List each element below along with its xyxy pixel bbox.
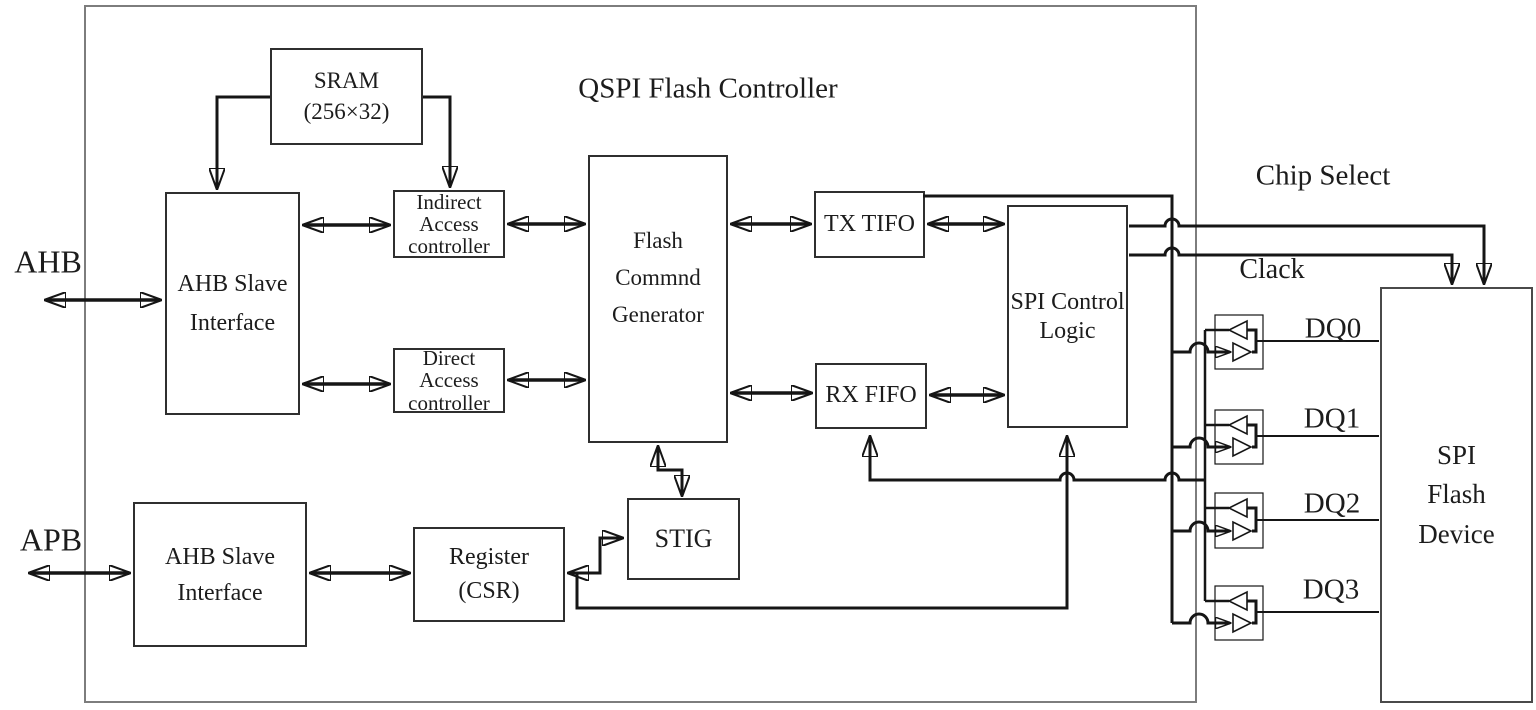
block-label-line: Register <box>449 543 529 570</box>
block-label-line: AHB Slave <box>177 271 288 298</box>
block-label-line: TX TIFO <box>824 210 915 237</box>
wire-tx-serial-bus <box>923 194 1174 623</box>
block-label-line: Direct <box>422 346 476 371</box>
block-flash-command-generator: Flash Commnd Generator <box>588 155 728 443</box>
block-label-line: Interface <box>189 309 276 336</box>
io-buffer-cell-dq2 <box>1214 492 1379 549</box>
label-dq3: DQ3 <box>1302 573 1360 606</box>
wire-tx-feed-dq1 <box>1172 436 1230 447</box>
block-label-line: Indirect <box>416 189 482 214</box>
block-label-line: Device <box>1418 518 1495 549</box>
label-dq0: DQ0 <box>1304 312 1362 345</box>
wire-tx-feed-dq3 <box>1172 612 1230 623</box>
block-tx-fifo: TX TIFO <box>814 191 925 258</box>
buffer-rx-triangle-icon <box>1227 497 1248 519</box>
wire-clock <box>1129 246 1452 283</box>
block-ahb-slave-interface-1: AHB Slave Interface <box>165 192 300 415</box>
buffer-rx-triangle-icon <box>1227 319 1248 341</box>
block-label-line: SPI <box>1436 440 1477 471</box>
wire-rx-return <box>870 437 1205 482</box>
block-label-line: Flash <box>1427 479 1486 510</box>
wire-tx-feed-dq0 <box>1172 341 1230 352</box>
label-clock: Clack <box>1239 254 1305 285</box>
buffer-rx-triangle-icon <box>1227 590 1248 612</box>
wire-stig-to-fcg <box>658 447 682 472</box>
wire-csr-to-spictrl <box>575 437 1067 610</box>
buffer-pad-connector <box>1247 599 1258 625</box>
label-dq1: DQ1 <box>1303 402 1361 435</box>
wire-sram-to-indirect <box>423 95 450 186</box>
buffer-pad-connector <box>1247 328 1258 354</box>
block-indirect-access-controller: Indirect Access controller <box>393 190 505 258</box>
block-label-line: Access <box>419 368 479 393</box>
buffer-tx-triangle-icon <box>1232 520 1253 542</box>
block-direct-access-controller: Direct Access controller <box>393 346 505 415</box>
block-spi-control-logic: SPI Control Logic <box>1007 205 1128 428</box>
block-sram-line: (256×32) <box>303 98 390 124</box>
label-chip-select: Chip Select <box>1255 159 1391 192</box>
block-label-line: Interface <box>177 579 263 606</box>
diagram-title: QSPI Flash Controller <box>578 72 838 105</box>
block-label-line: Logic <box>1039 317 1096 344</box>
io-buffer-cell-dq1 <box>1214 409 1379 465</box>
block-label-line: RX FIFO <box>825 382 917 409</box>
block-label-line: AHB Slave <box>165 543 275 570</box>
buffer-pad-connector <box>1247 506 1258 533</box>
block-stig: STIG <box>627 498 740 580</box>
block-spi-flash-device: SPI Flash Device <box>1380 287 1533 703</box>
wire-chip-select <box>1129 217 1484 283</box>
buffer-tx-triangle-icon <box>1232 612 1253 634</box>
wire-sram-to-slave1 <box>217 95 270 188</box>
block-sram-line: SRAM <box>313 68 380 94</box>
block-label-line: (CSR) <box>458 577 520 604</box>
block-label-line: controller <box>408 390 490 415</box>
buffer-rx-triangle-icon <box>1227 414 1248 436</box>
block-label-line: Flash <box>633 228 683 253</box>
io-buffer-cell-dq0 <box>1214 314 1379 370</box>
buffer-pad-connector <box>1247 423 1258 449</box>
wire-fcg-to-stig <box>658 468 682 495</box>
block-register-csr: Register (CSR) <box>413 527 565 622</box>
block-label-line: STIG <box>654 523 713 553</box>
label-apb-bus: APB <box>19 521 83 558</box>
block-ahb-slave-interface-2: AHB Slave Interface <box>133 502 307 647</box>
controller-boundary-box <box>84 5 1197 703</box>
buffer-tx-triangle-icon <box>1232 341 1253 363</box>
label-ahb-bus: AHB <box>14 243 82 280</box>
block-label-line: Generator <box>612 301 704 327</box>
buffer-tx-triangle-icon <box>1232 436 1253 458</box>
wire-csr-stig-zigzag <box>569 538 622 573</box>
block-label-line: controller <box>408 234 490 259</box>
block-label-line: Commnd <box>615 264 701 290</box>
label-dq2: DQ2 <box>1303 487 1361 520</box>
io-buffer-cell-dq3 <box>1214 585 1379 641</box>
block-label-line: Access <box>419 211 479 236</box>
block-label-line: SPI Control <box>1010 288 1125 315</box>
wire-tx-feed-dq2 <box>1172 520 1230 531</box>
block-rx-fifo: RX FIFO <box>815 363 927 429</box>
block-sram: SRAM (256×32) <box>270 48 423 145</box>
